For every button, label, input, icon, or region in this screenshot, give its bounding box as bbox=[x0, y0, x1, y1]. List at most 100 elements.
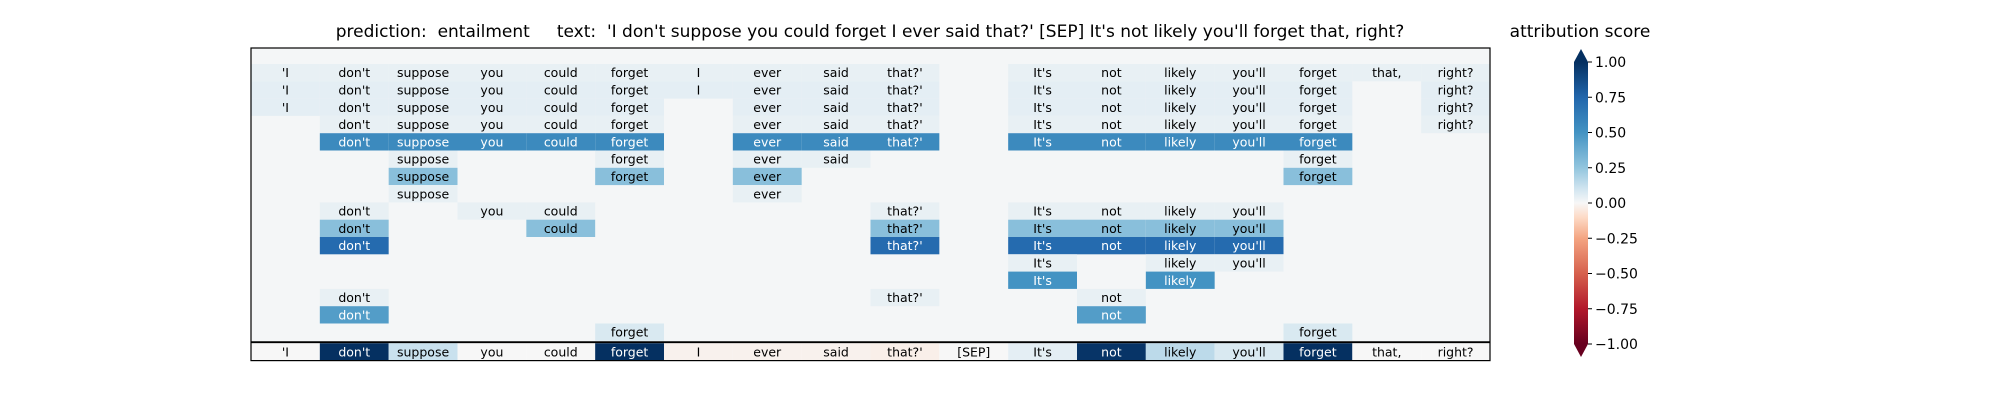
cell-token-label: could bbox=[544, 82, 578, 97]
cell-token-label: said bbox=[823, 117, 849, 132]
heatmap-cell bbox=[388, 167, 458, 186]
heatmap-cell bbox=[1214, 237, 1284, 255]
cell-token-label: not bbox=[1101, 307, 1122, 322]
heatmap-cell bbox=[319, 237, 389, 255]
cell-token-label: that?' bbox=[887, 82, 922, 97]
attribution-token-label: forget bbox=[611, 344, 649, 359]
heatmap-cell bbox=[1283, 98, 1353, 116]
cell-token-label: It's bbox=[1033, 117, 1052, 132]
cell-token-label: not bbox=[1101, 82, 1122, 97]
heatmap-cell bbox=[1145, 271, 1215, 289]
cell-token-label: forget bbox=[1299, 134, 1337, 149]
heatmap-cell bbox=[801, 115, 871, 134]
heatmap-cell bbox=[1077, 133, 1146, 151]
cell-token-label: It's bbox=[1033, 134, 1052, 149]
colorbar-tick-label: −0.25 bbox=[1595, 231, 1638, 247]
heatmap-cell bbox=[1008, 64, 1077, 82]
cell-token-label: said bbox=[823, 100, 849, 115]
cell-token-label: 'I bbox=[282, 82, 289, 97]
attribution-cell bbox=[1077, 343, 1146, 361]
heatmap-cell bbox=[1145, 202, 1215, 220]
cell-token-label: don't bbox=[338, 204, 370, 219]
cell-token-label: ever bbox=[753, 186, 782, 201]
cell-token-label: forget bbox=[611, 82, 649, 97]
cell-token-label: that, bbox=[1372, 65, 1401, 80]
attribution-token-label: you'll bbox=[1232, 344, 1265, 359]
heatmap-cell bbox=[251, 81, 320, 99]
colorbar-gradient bbox=[1574, 62, 1588, 344]
cell-token-label: right? bbox=[1438, 117, 1474, 132]
cell-token-label: that?' bbox=[887, 290, 922, 305]
cell-token-label: not bbox=[1101, 65, 1122, 80]
attribution-cell bbox=[870, 343, 940, 361]
heatmap-cell bbox=[526, 133, 596, 151]
cell-token-label: It's bbox=[1033, 238, 1052, 253]
cell-token-label: right? bbox=[1438, 82, 1474, 97]
heatmap-cell bbox=[1008, 98, 1077, 116]
text-value: 'I don't suppose you could forget I ever… bbox=[606, 22, 1405, 42]
heatmap-cell bbox=[457, 133, 527, 151]
heatmap-cell bbox=[388, 133, 458, 151]
heatmap-cell bbox=[457, 81, 527, 99]
attribution-cell bbox=[595, 343, 664, 361]
cell-token-label: that?' bbox=[887, 117, 922, 132]
heatmap-cell bbox=[732, 64, 802, 82]
heatmap-cell bbox=[1214, 98, 1284, 116]
heatmap-cell bbox=[664, 81, 733, 99]
cell-token-label: don't bbox=[338, 307, 370, 322]
heatmap-cell bbox=[388, 81, 458, 99]
cell-token-label: don't bbox=[338, 134, 370, 149]
cell-token-label: said bbox=[823, 82, 849, 97]
cell-token-label: forget bbox=[1299, 100, 1337, 115]
cell-token-label: you'll bbox=[1232, 204, 1265, 219]
heatmap-cell bbox=[251, 98, 320, 116]
heatmap-cell bbox=[457, 64, 527, 82]
cell-token-label: I bbox=[697, 65, 701, 80]
heatmap-cell bbox=[1214, 64, 1284, 82]
cell-token-label: you'll bbox=[1232, 134, 1265, 149]
heatmap-cell bbox=[1077, 219, 1146, 237]
heatmap-cell bbox=[457, 202, 527, 220]
text-prefix: text: bbox=[556, 22, 597, 42]
heatmap-cell bbox=[595, 167, 664, 186]
cell-token-label: It's bbox=[1033, 273, 1052, 288]
cell-token-label: forget bbox=[611, 117, 649, 132]
heatmap-cell bbox=[870, 98, 940, 116]
cell-token-label: not bbox=[1101, 221, 1122, 236]
heatmap-cell bbox=[1214, 133, 1284, 151]
heatmap-cell bbox=[1145, 219, 1215, 237]
cell-token-label: could bbox=[544, 134, 578, 149]
attribution-cell bbox=[1008, 343, 1077, 361]
heatmap-cell bbox=[1077, 288, 1146, 307]
cell-token-label: forget bbox=[1299, 82, 1337, 97]
attribution-token-label: suppose bbox=[397, 344, 449, 359]
heatmap-cell bbox=[1008, 254, 1077, 272]
colorbar-tick-label: 0.25 bbox=[1595, 161, 1626, 177]
cell-token-label: not bbox=[1101, 117, 1122, 132]
heatmap-cell bbox=[1145, 98, 1215, 116]
cell-token-label: you'll bbox=[1232, 117, 1265, 132]
cell-token-label: not bbox=[1101, 100, 1122, 115]
attribution-token-label: 'I bbox=[282, 344, 289, 359]
cell-token-label: It's bbox=[1033, 100, 1052, 115]
cell-token-label: suppose bbox=[397, 134, 449, 149]
cell-token-label: don't bbox=[338, 100, 370, 115]
heatmap-cell bbox=[457, 98, 527, 116]
heatmap-cell bbox=[388, 115, 458, 134]
attribution-cell bbox=[1214, 343, 1284, 361]
prediction-value: entailment bbox=[437, 22, 530, 42]
cell-token-label: you bbox=[480, 65, 503, 80]
heatmap-cell bbox=[319, 64, 389, 82]
cell-token-label: likely bbox=[1164, 100, 1197, 115]
heatmap-cell bbox=[1077, 98, 1146, 116]
cell-token-label: that?' bbox=[887, 238, 922, 253]
cell-token-label: could bbox=[544, 100, 578, 115]
attribution-cell bbox=[1145, 343, 1215, 361]
heatmap-cell bbox=[1008, 237, 1077, 255]
cell-token-label: suppose bbox=[397, 169, 449, 184]
cell-token-label: could bbox=[544, 117, 578, 132]
colorbar-tick-label: −0.75 bbox=[1595, 302, 1638, 318]
prediction-prefix: prediction: bbox=[335, 22, 427, 42]
cell-token-label: not bbox=[1101, 204, 1122, 219]
cell-token-label: you'll bbox=[1232, 221, 1265, 236]
